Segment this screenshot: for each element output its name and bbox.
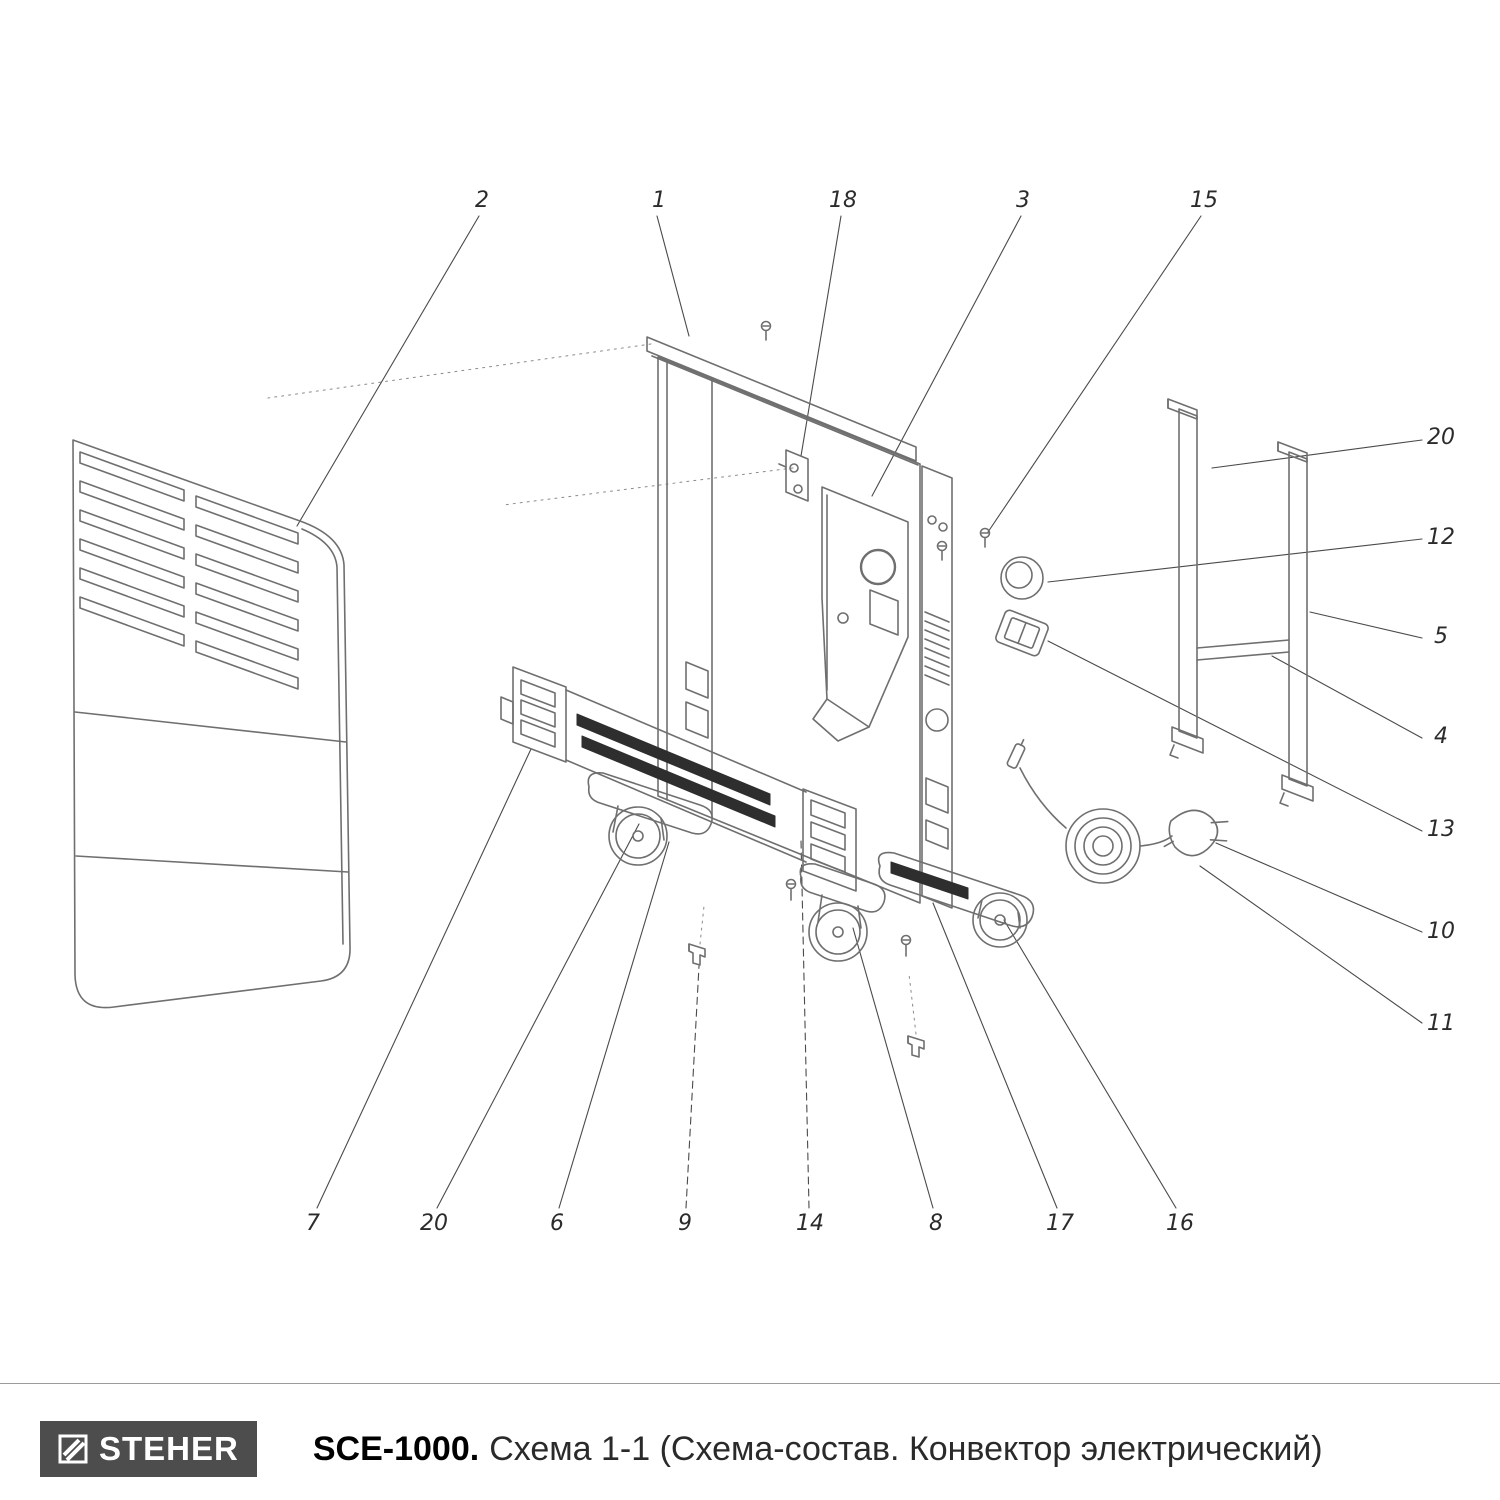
callout-6: 6	[550, 1211, 564, 1236]
callout-4: 4	[1434, 724, 1448, 749]
callout-8: 8	[929, 1211, 943, 1236]
footer: STEHER SCE-1000.Схема 1-1 (Схема-состав.…	[40, 1421, 1470, 1477]
callout-20-right: 20	[1427, 425, 1455, 450]
callout-17: 17	[1046, 1211, 1074, 1236]
base-right	[877, 851, 1035, 928]
bracket-crossbar	[1196, 639, 1290, 661]
callout-2: 2	[475, 188, 489, 213]
base-bracket-left	[500, 666, 567, 763]
top-grille-bar	[646, 336, 919, 466]
callout-11: 11	[1427, 1011, 1455, 1036]
callout-3: 3	[1016, 188, 1030, 213]
foot-clip-right	[907, 1035, 925, 1058]
callout-18: 18	[829, 188, 857, 213]
footer-divider	[0, 1383, 1500, 1384]
callout-14: 14	[796, 1211, 824, 1236]
diagram-caption: SCE-1000.Схема 1-1 (Схема-состав. Конвек…	[313, 1430, 1323, 1469]
callout-10: 10	[1427, 919, 1455, 944]
callout-16: 16	[1166, 1211, 1194, 1236]
callout-1: 1	[652, 188, 666, 213]
caster-left	[587, 771, 713, 866]
screws	[760, 320, 991, 957]
foot-clip-left	[688, 943, 706, 966]
callout-13: 13	[1427, 817, 1455, 842]
brand-name: STEHER	[99, 1430, 239, 1467]
callout-7: 7	[306, 1211, 320, 1236]
construction-lines	[267, 343, 917, 1035]
callout-15: 15	[1190, 188, 1218, 213]
wall-bracket-right	[1277, 441, 1314, 807]
caster-right	[972, 892, 1028, 948]
callout-12: 12	[1427, 525, 1455, 550]
leader-lines	[296, 215, 1423, 1209]
caster-center	[799, 862, 886, 962]
steher-logo: STEHER	[40, 1421, 257, 1477]
callout-9: 9	[678, 1211, 692, 1236]
wall-bracket-left	[1167, 398, 1204, 759]
base-rail	[565, 689, 807, 863]
front-cover-panel	[72, 439, 351, 1009]
callout-20-bottom: 20	[420, 1211, 448, 1236]
thermostat-knob	[1000, 556, 1044, 600]
heater-duct	[812, 486, 909, 742]
steher-mark-icon	[58, 1434, 88, 1464]
back-panel	[657, 356, 921, 904]
power-switch	[995, 609, 1049, 657]
callout-5: 5	[1434, 624, 1448, 649]
power-plug	[1163, 809, 1229, 857]
base-bracket-center	[802, 788, 857, 892]
caption-text: Схема 1-1 (Схема-состав. Конвектор элект…	[489, 1429, 1323, 1468]
power-cord	[1006, 738, 1229, 884]
hinge-bracket	[778, 449, 809, 502]
control-column	[921, 465, 953, 909]
model-number: SCE-1000.	[312, 1429, 480, 1468]
